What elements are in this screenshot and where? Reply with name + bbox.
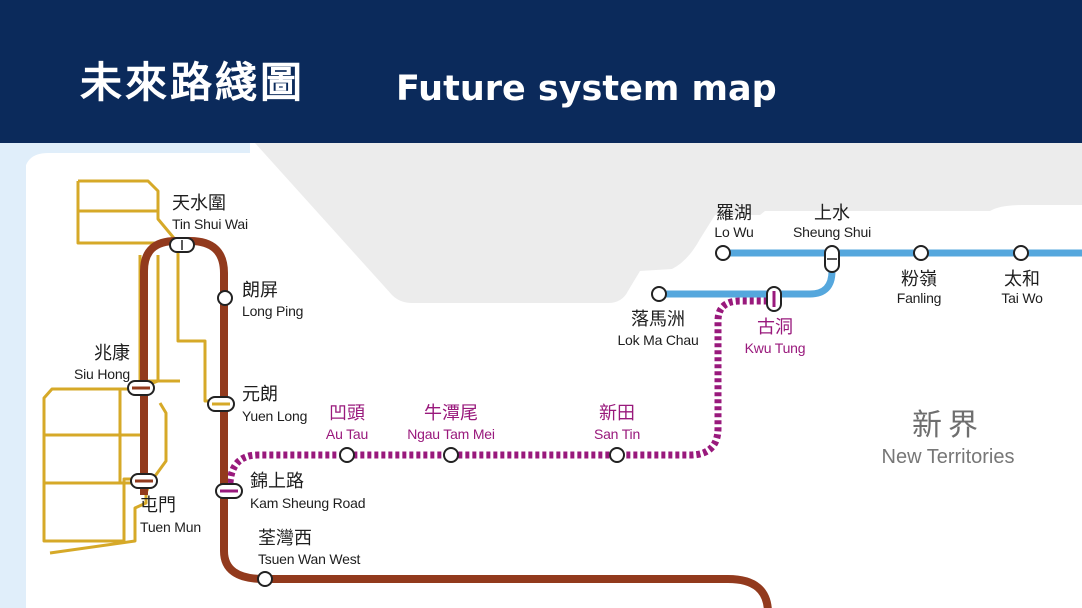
station-au-tau-en: Au Tau — [325, 426, 369, 442]
land-area-shenzhen — [255, 143, 1082, 303]
station-tin-shui-wai-icon — [169, 237, 195, 253]
station-au-tau-icon — [339, 447, 355, 463]
station-siu-hong-zh: 兆康 — [94, 343, 130, 364]
station-ngau-tam-mei-en: Ngau Tam Mei — [407, 426, 495, 442]
station-yuen-long-en: Yuen Long — [242, 408, 308, 424]
station-lok-ma-chau-en: Lok Ma Chau — [617, 332, 699, 348]
page-title-english: Future system map — [396, 69, 777, 109]
station-kam-sheung-road-en: Kam Sheung Road — [250, 495, 366, 511]
station-long-ping-zh: 朗屏 — [242, 280, 278, 301]
station-tai-wo-icon — [1013, 245, 1029, 261]
header-banner: 未來路綫圖 Future system map — [0, 0, 1082, 143]
light-rail-segment — [76, 181, 165, 245]
station-siu-hong-icon — [127, 380, 155, 396]
station-san-tin-zh: 新田 — [599, 403, 635, 424]
station-tsuen-wan-west-en: Tsuen Wan West — [258, 551, 361, 567]
interchange-symbols — [127, 237, 840, 499]
station-symbols — [217, 245, 1029, 587]
station-sheung-shui-en: Sheung Shui — [793, 224, 871, 240]
station-fanling-icon — [913, 245, 929, 261]
map-graphic — [0, 143, 1082, 608]
station-kam-sheung-road-icon — [215, 483, 243, 499]
light-rail-segment — [42, 387, 140, 543]
region-label-zh: 新界 — [912, 408, 984, 443]
station-fanling-zh: 粉嶺 — [901, 269, 937, 290]
station-ngau-tam-mei-zh: 牛潭尾 — [424, 403, 478, 424]
station-au-tau-zh: 凹頭 — [329, 403, 365, 424]
station-tin-shui-wai-en: Tin Shui Wai — [172, 216, 248, 232]
station-tai-wo-en: Tai Wo — [1001, 290, 1043, 306]
station-tuen-mun-icon — [130, 473, 158, 489]
station-lo-wu-en: Lo Wu — [714, 224, 754, 240]
station-san-tin-icon — [609, 447, 625, 463]
station-lo-wu-icon — [715, 245, 731, 261]
station-yuen-long-zh: 元朗 — [242, 384, 278, 405]
station-fanling-en: Fanling — [896, 290, 942, 306]
station-tsuen-wan-west-icon — [257, 571, 273, 587]
system-map: 天水圍 Tin Shui Wai 朗屏 Long Ping 兆康 Siu Hon… — [0, 143, 1082, 608]
station-long-ping-icon — [217, 290, 233, 306]
station-lok-ma-chau-icon — [651, 286, 667, 302]
station-san-tin-en: San Tin — [593, 426, 641, 442]
station-ngau-tam-mei-icon — [443, 447, 459, 463]
station-tuen-mun-zh: 屯門 — [140, 495, 176, 516]
station-yuen-long-icon — [207, 396, 235, 412]
station-siu-hong-en: Siu Hong — [74, 366, 130, 382]
station-lo-wu-zh: 羅湖 — [716, 203, 752, 224]
station-long-ping-en: Long Ping — [242, 303, 304, 319]
station-kam-sheung-road-zh: 錦上路 — [250, 471, 304, 492]
station-lok-ma-chau-zh: 落馬洲 — [631, 309, 685, 330]
station-tin-shui-wai-zh: 天水圍 — [172, 193, 226, 214]
station-sheung-shui-icon — [824, 245, 840, 273]
region-label-en: New Territories — [881, 446, 1015, 468]
station-kwu-tung-zh: 古洞 — [757, 317, 793, 338]
station-kwu-tung-icon — [766, 286, 782, 312]
station-tuen-mun-en: Tuen Mun — [140, 519, 201, 535]
station-tsuen-wan-west-zh: 荃灣西 — [258, 528, 312, 549]
page-title-chinese: 未來路綫圖 — [80, 58, 306, 107]
station-kwu-tung-en: Kwu Tung — [744, 340, 806, 356]
station-sheung-shui-zh: 上水 — [814, 203, 850, 224]
station-tai-wo-zh: 太和 — [1004, 269, 1040, 290]
